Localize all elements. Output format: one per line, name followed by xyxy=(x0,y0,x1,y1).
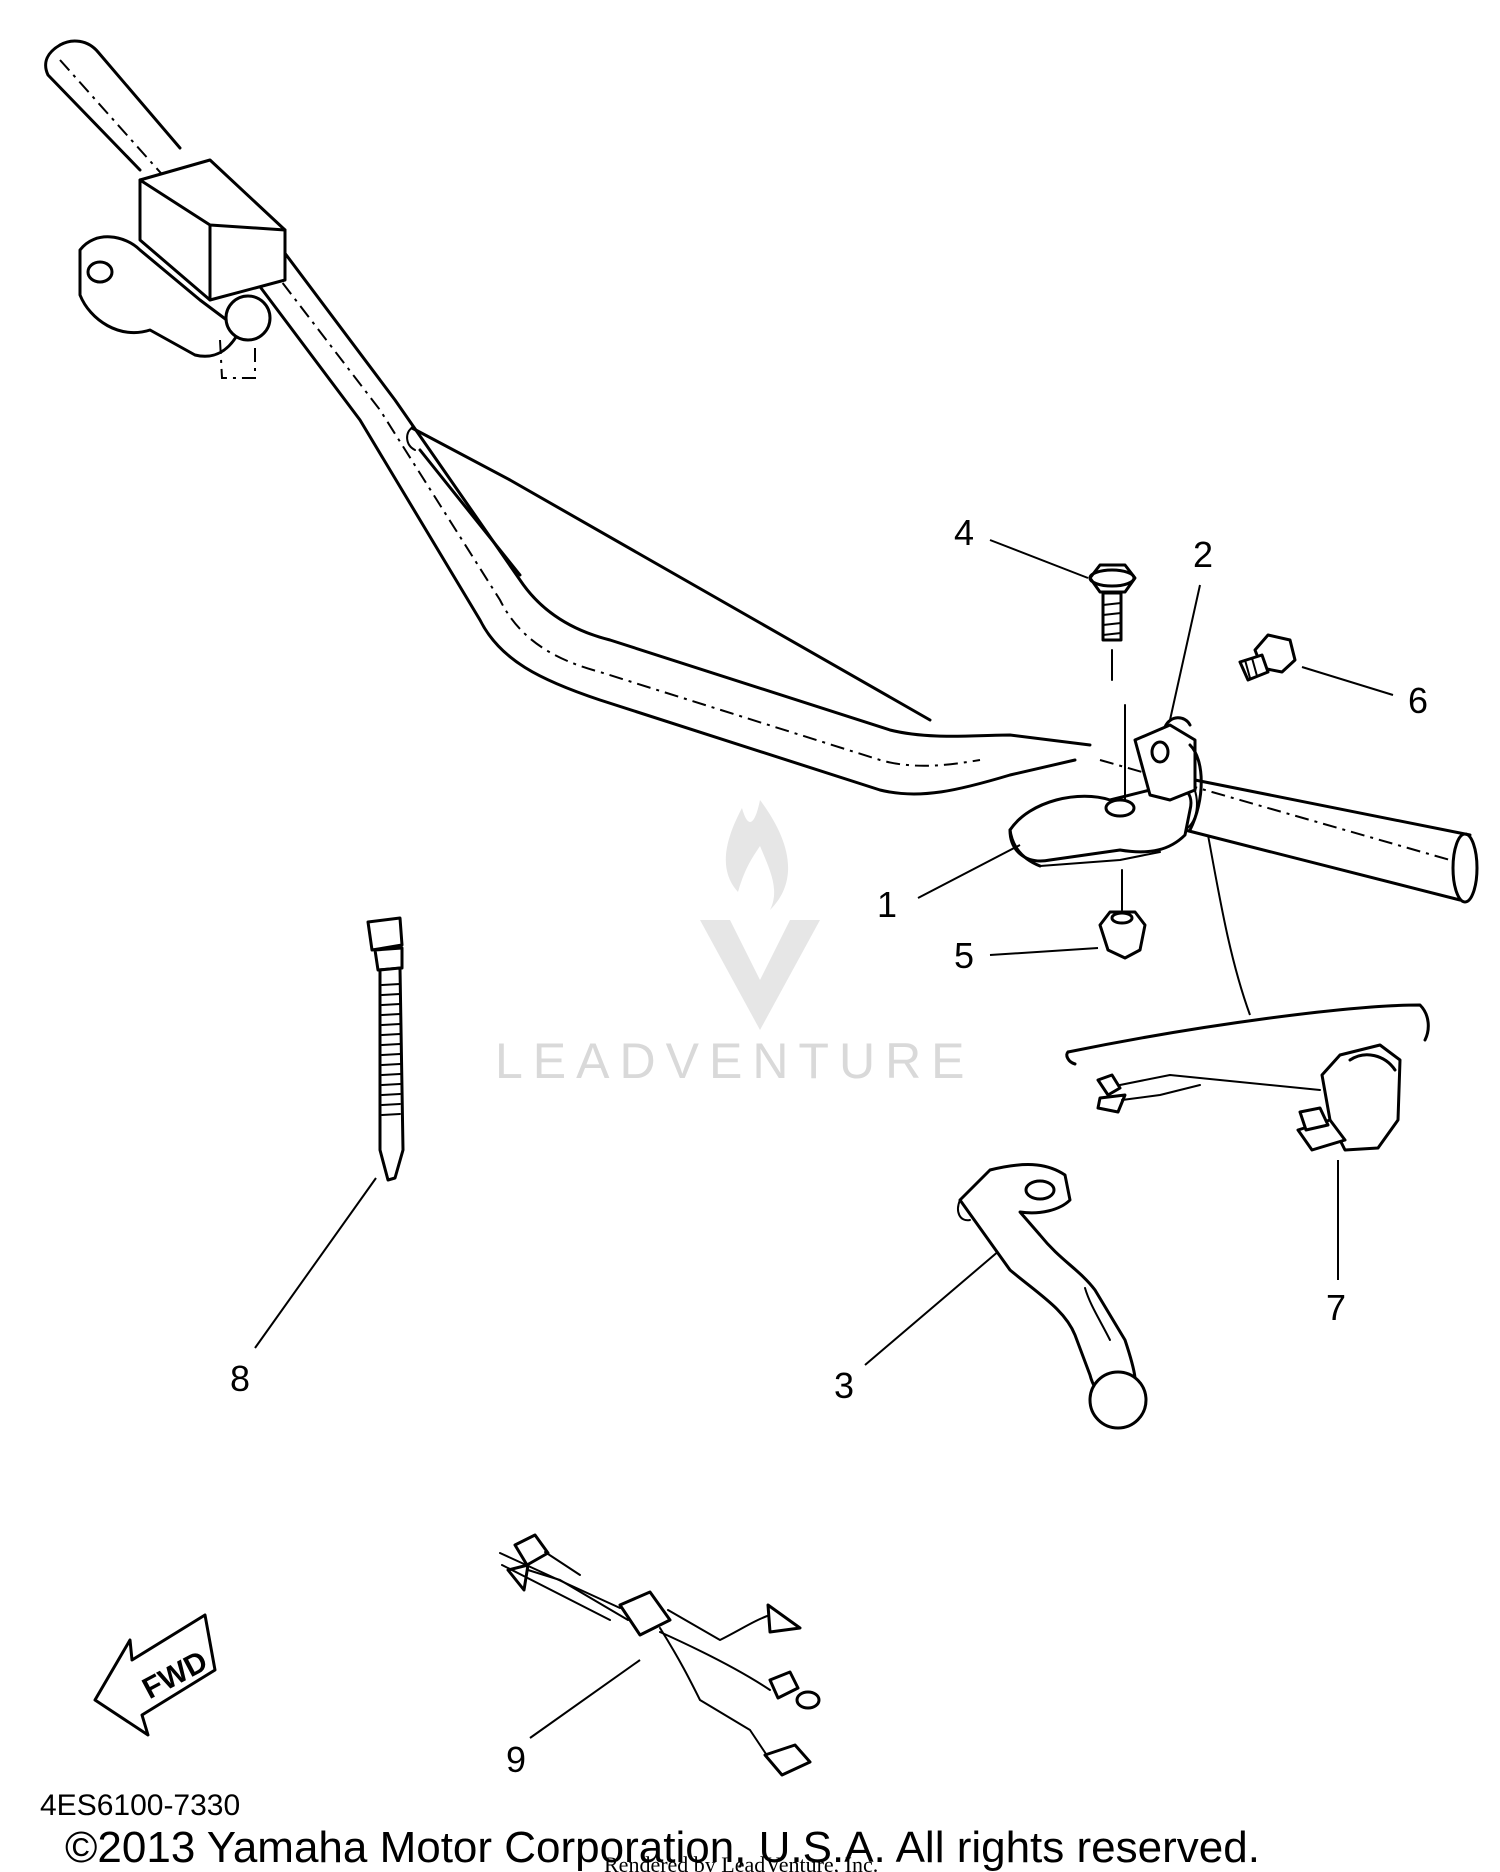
fwd-arrow: FWD xyxy=(93,1613,217,1737)
callout-6: 6 xyxy=(1408,680,1428,721)
callout-2: 2 xyxy=(1193,534,1213,575)
switch-assembly-7 xyxy=(1065,1003,1430,1152)
left-master-cylinder xyxy=(78,158,287,379)
callout-5: 5 xyxy=(954,935,974,976)
screw-6 xyxy=(1238,633,1297,682)
callout-4: 4 xyxy=(954,512,974,553)
callout-8: 8 xyxy=(230,1358,250,1399)
lever-3 xyxy=(957,1163,1148,1430)
callout-9: 9 xyxy=(506,1739,526,1780)
watermark-text: LEADVENTURE xyxy=(495,1033,975,1089)
callout-3: 3 xyxy=(834,1365,854,1406)
callout-leaders xyxy=(254,539,1394,1739)
handlebar xyxy=(44,39,1479,904)
cable-tie-8 xyxy=(366,916,405,1182)
callout-7: 7 xyxy=(1326,1287,1346,1328)
bolt-4 xyxy=(1088,563,1137,681)
wire-harness-9 xyxy=(499,1533,821,1777)
part-code: 4ES6100-7330 xyxy=(40,1789,240,1822)
rendered-by-credit: Rendered by LeadVenture, Inc. xyxy=(604,1852,878,1872)
lever-bracket xyxy=(1008,704,1203,868)
leadventure-watermark: LEADVENTURE xyxy=(495,800,975,1089)
nut-5 xyxy=(1098,869,1147,960)
copyright-notice: ©2013 Yamaha Motor Corporation, U.S.A. A… xyxy=(65,1823,1260,1872)
callout-1: 1 xyxy=(877,884,897,925)
